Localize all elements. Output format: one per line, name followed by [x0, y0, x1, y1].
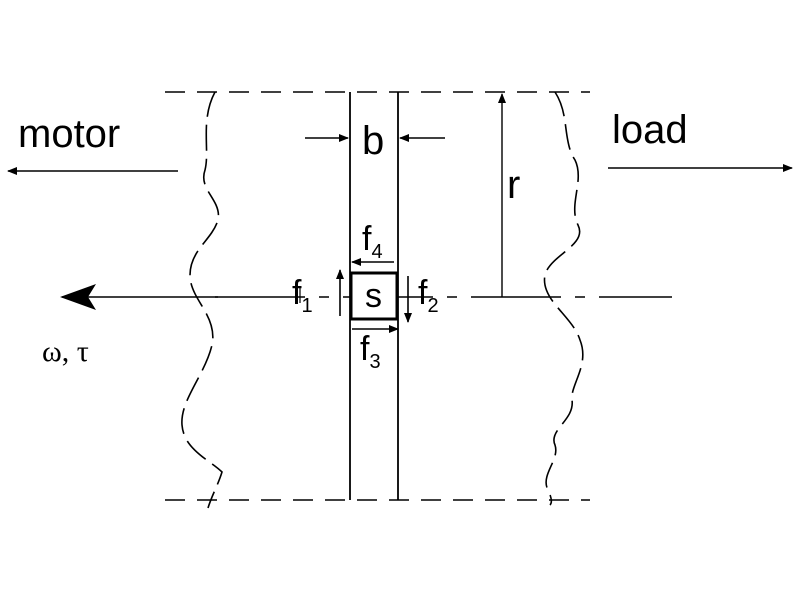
element-square: [349, 271, 399, 321]
right-break-line: [543, 91, 584, 506]
left-break-line: [181, 91, 223, 509]
omega-tau-label: ω, τ: [42, 335, 89, 368]
motor-label: motor: [18, 112, 120, 156]
force-f1-label: f1: [292, 274, 313, 317]
force-f3-label: f3: [360, 330, 381, 373]
force-f2-label: f2: [418, 274, 439, 317]
load-label: load: [612, 108, 688, 152]
radius-label: r: [507, 163, 520, 207]
force-f4-label: f4: [362, 220, 383, 263]
width-label: b: [362, 119, 384, 163]
element-label: s: [365, 277, 382, 315]
